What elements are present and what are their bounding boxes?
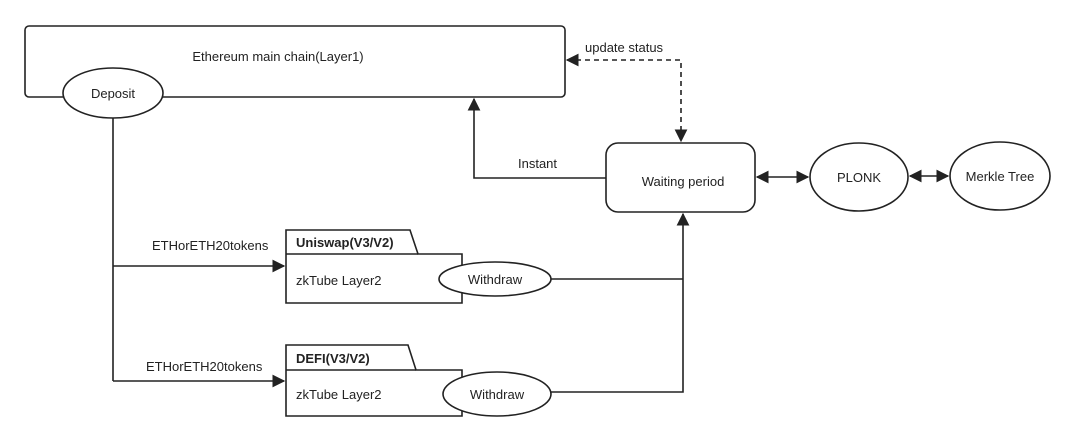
layer1-box	[24, 25, 566, 98]
tokens-label-1: ETHorETH20tokens	[152, 238, 269, 253]
uniswap-body-label: zkTube Layer2	[296, 273, 382, 288]
plonk-label: PLONK	[837, 170, 881, 185]
defi-tab-label: DEFI(V3/V2)	[296, 351, 370, 366]
tokens-label-2: ETHorETH20tokens	[146, 359, 263, 374]
uniswap-tab-label: Uniswap(V3/V2)	[296, 235, 394, 250]
arrow-withdraw-to-waiting	[551, 212, 690, 393]
withdraw-node-2	[442, 371, 552, 417]
arrow-instant	[467, 97, 606, 179]
waiting-period-label: Waiting period	[642, 174, 725, 189]
arrow-update-status	[565, 53, 688, 143]
defi-body-label: zkTube Layer2	[296, 387, 382, 402]
deposit-label: Deposit	[91, 86, 135, 101]
merkle-tree-label: Merkle Tree	[966, 169, 1035, 184]
instant-label: Instant	[518, 156, 557, 171]
withdraw-label-2: Withdraw	[470, 387, 525, 402]
plonk-node	[809, 142, 909, 212]
layer1-label: Ethereum main chain(Layer1)	[192, 49, 363, 64]
withdraw-label-1: Withdraw	[468, 272, 523, 287]
update-status-label: update status	[585, 40, 664, 55]
merkle-tree-node	[949, 141, 1051, 211]
uniswap-folder	[285, 229, 463, 304]
defi-folder	[285, 344, 463, 417]
